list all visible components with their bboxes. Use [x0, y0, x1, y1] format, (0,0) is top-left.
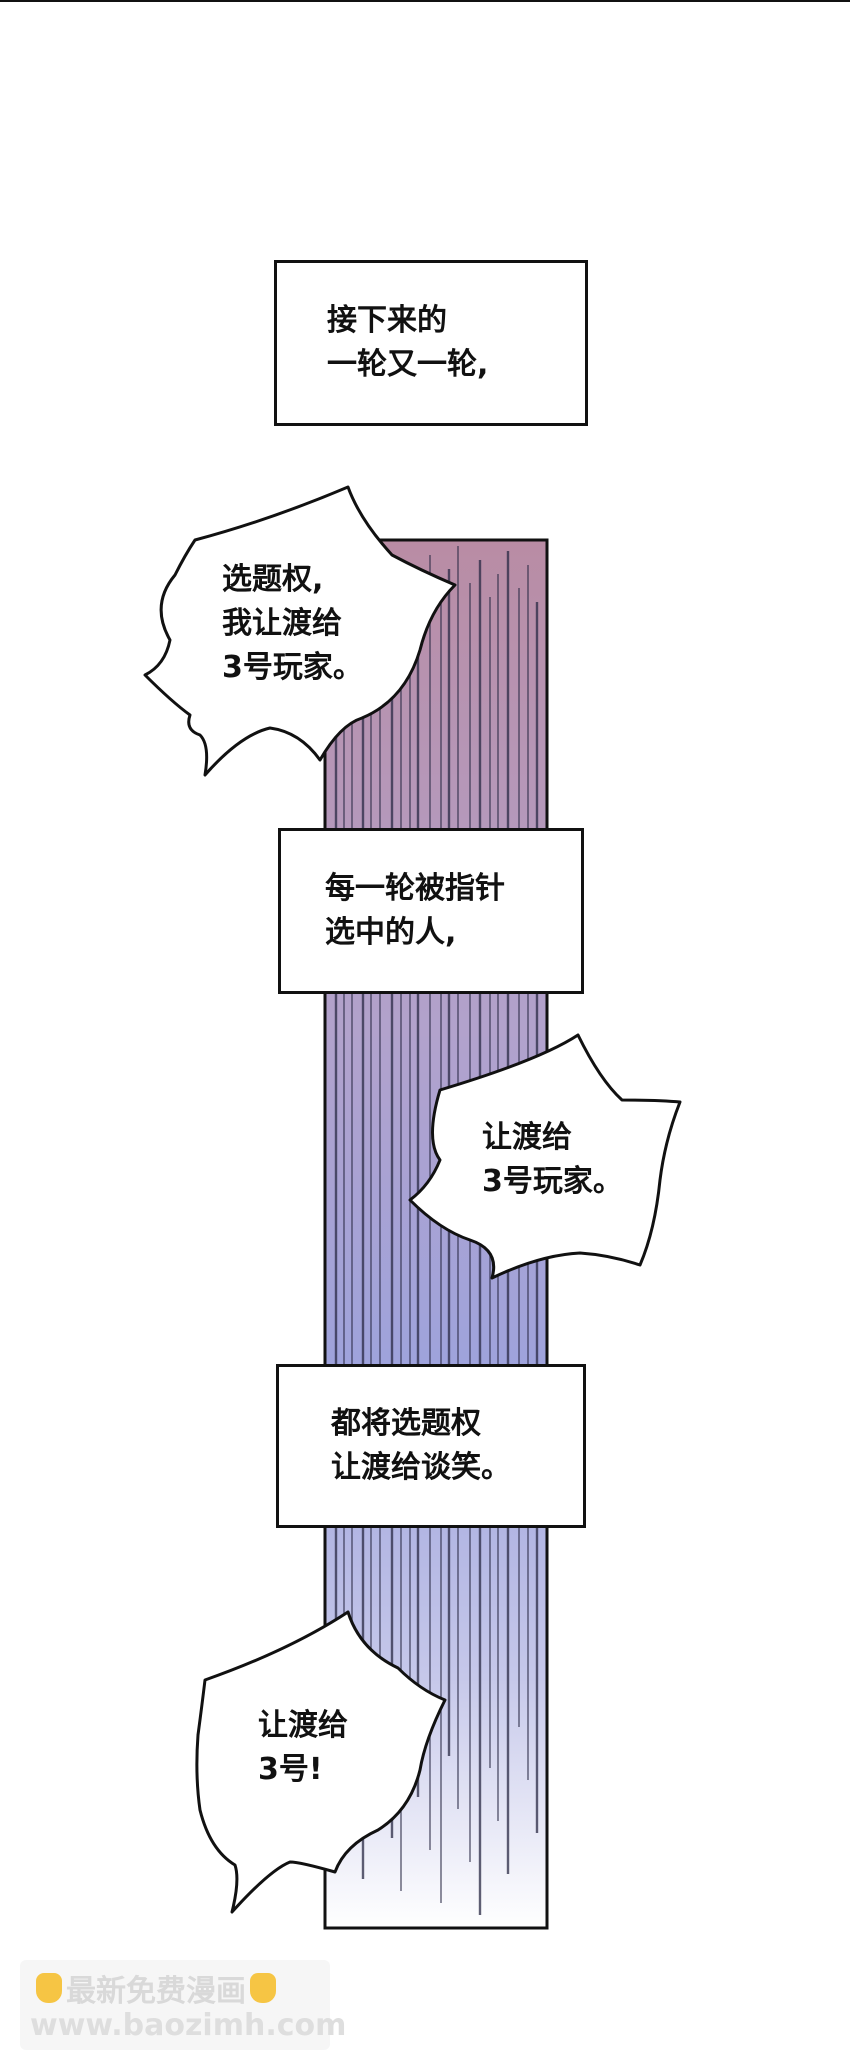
bubble-3-line-1: 让渡给	[258, 1708, 348, 1743]
bubble-2-line-1: 让渡给	[482, 1120, 572, 1155]
speech-bubble-2	[408, 1033, 682, 1280]
bubble-1-text: 选题权, 我让渡给 3号玩家。	[222, 558, 363, 690]
bubble-1-line-2: 我让渡给	[222, 606, 342, 641]
speech-bubble-3	[195, 1610, 447, 1914]
caption-3-line-2: 让渡给谈笑。	[331, 1450, 511, 1485]
pointing-hand-icon	[36, 1973, 62, 2003]
bubble-1-line-1: 选题权,	[222, 562, 324, 597]
watermark: 最新免费漫画 www.baozimh.com	[20, 1960, 346, 2050]
caption-1-line-1: 接下来的	[327, 303, 447, 338]
bubble-3-line-2: 3号!	[258, 1752, 323, 1787]
bubble-1-line-3: 3号玩家。	[222, 650, 363, 685]
caption-box-3: 都将选题权 让渡给谈笑。	[276, 1364, 586, 1528]
bubble-2-line-2: 3号玩家。	[482, 1164, 623, 1199]
caption-box-1: 接下来的 一轮又一轮,	[274, 260, 588, 426]
speech-bubble-1	[143, 485, 457, 777]
watermark-title: 最新免费漫画	[66, 1974, 246, 2009]
caption-3-line-1: 都将选题权	[331, 1406, 481, 1441]
caption-1-line-2: 一轮又一轮,	[327, 347, 489, 382]
caption-box-2: 每一轮被指针 选中的人,	[278, 828, 584, 994]
watermark-url: www.baozimh.com	[30, 2008, 347, 2043]
bubble-2-text: 让渡给 3号玩家。	[482, 1116, 623, 1204]
bubble-3-text: 让渡给 3号!	[258, 1704, 348, 1792]
caption-2-line-2: 选中的人,	[325, 915, 457, 950]
top-rule	[0, 0, 850, 2]
caption-2-line-1: 每一轮被指针	[325, 871, 505, 906]
watermark-line-1: 最新免费漫画	[32, 1966, 280, 2010]
pointing-hand-icon	[250, 1973, 276, 2003]
